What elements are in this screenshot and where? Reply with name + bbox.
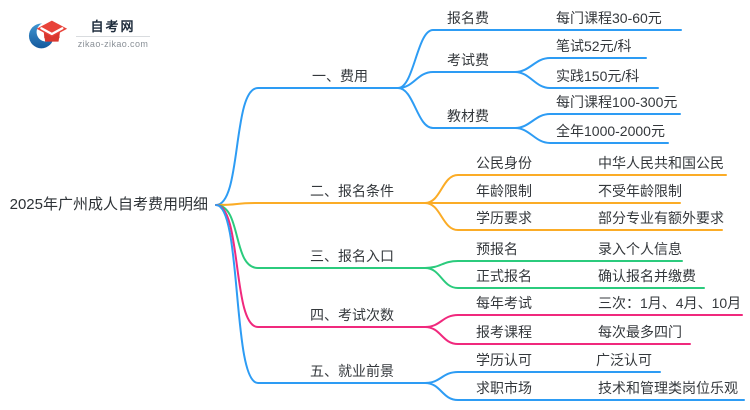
branch-label: 三、报名入口 bbox=[310, 248, 394, 264]
logo-text-block: 自考网 zikao-zikao.com bbox=[76, 19, 150, 49]
branch-connector bbox=[424, 267, 705, 289]
root-topic: 2025年广州成人自考费用明细 bbox=[9, 196, 208, 213]
branch-connector bbox=[424, 174, 727, 204]
node-label: 求职市场 bbox=[476, 380, 532, 396]
logo-divider bbox=[76, 36, 150, 37]
node-label: 预报名 bbox=[476, 241, 518, 257]
node-value: 中华人民共和国公民 bbox=[598, 155, 724, 171]
node-label: 教材费 bbox=[447, 108, 489, 124]
node-label: 报考课程 bbox=[476, 324, 532, 340]
branch-connector bbox=[215, 202, 426, 206]
branch-label: 二、报名条件 bbox=[310, 183, 394, 199]
node-value: 全年1000-2000元 bbox=[556, 123, 665, 139]
node-value: 技术和管理类岗位乐观 bbox=[598, 380, 738, 396]
logo-domain: zikao-zikao.com bbox=[77, 39, 149, 49]
branch-connector bbox=[397, 29, 682, 89]
node-value: 三次：1月、4月、10月 bbox=[598, 295, 742, 311]
node-value: 每门课程30-60元 bbox=[556, 10, 662, 26]
branch-label: 五、就业前景 bbox=[310, 363, 394, 379]
node-value: 实践150元/科 bbox=[556, 68, 640, 84]
branch-connector bbox=[424, 326, 691, 345]
zikao-logo-icon bbox=[28, 20, 68, 49]
node-value: 录入个人信息 bbox=[598, 241, 682, 257]
branch-connector bbox=[514, 127, 669, 144]
branch-connector bbox=[215, 87, 399, 206]
node-label: 年龄限制 bbox=[476, 183, 532, 199]
branch-label: 一、费用 bbox=[312, 68, 368, 84]
node-value: 确认报名并缴费 bbox=[598, 268, 696, 284]
logo-title: 自考网 bbox=[90, 19, 136, 34]
node-label: 考试费 bbox=[447, 52, 489, 68]
branch-connector bbox=[397, 71, 516, 89]
node-label: 公民身份 bbox=[476, 155, 532, 171]
branch-connector bbox=[215, 204, 426, 328]
branch-connector bbox=[514, 71, 659, 89]
node-label: 报名费 bbox=[447, 10, 489, 26]
node-value: 部分专业有额外要求 bbox=[598, 210, 724, 226]
node-value: 每门课程100-300元 bbox=[556, 94, 678, 110]
site-logo: 自考网 zikao-zikao.com bbox=[28, 14, 150, 54]
branch-connector bbox=[397, 87, 516, 129]
node-label: 每年考试 bbox=[476, 295, 532, 311]
branch-connector bbox=[424, 382, 745, 401]
node-label: 学历认可 bbox=[476, 352, 532, 368]
branch-connector bbox=[215, 204, 426, 269]
node-value: 笔试52元/科 bbox=[556, 38, 632, 54]
node-label: 学历要求 bbox=[476, 210, 532, 226]
node-value: 广泛认可 bbox=[596, 352, 652, 368]
node-value: 不受年龄限制 bbox=[598, 183, 682, 199]
node-value: 每次最多四门 bbox=[598, 324, 682, 340]
branch-label: 四、考试次数 bbox=[310, 307, 394, 323]
branch-connector bbox=[215, 204, 426, 384]
branch-connector bbox=[424, 202, 723, 231]
node-label: 正式报名 bbox=[476, 268, 532, 284]
